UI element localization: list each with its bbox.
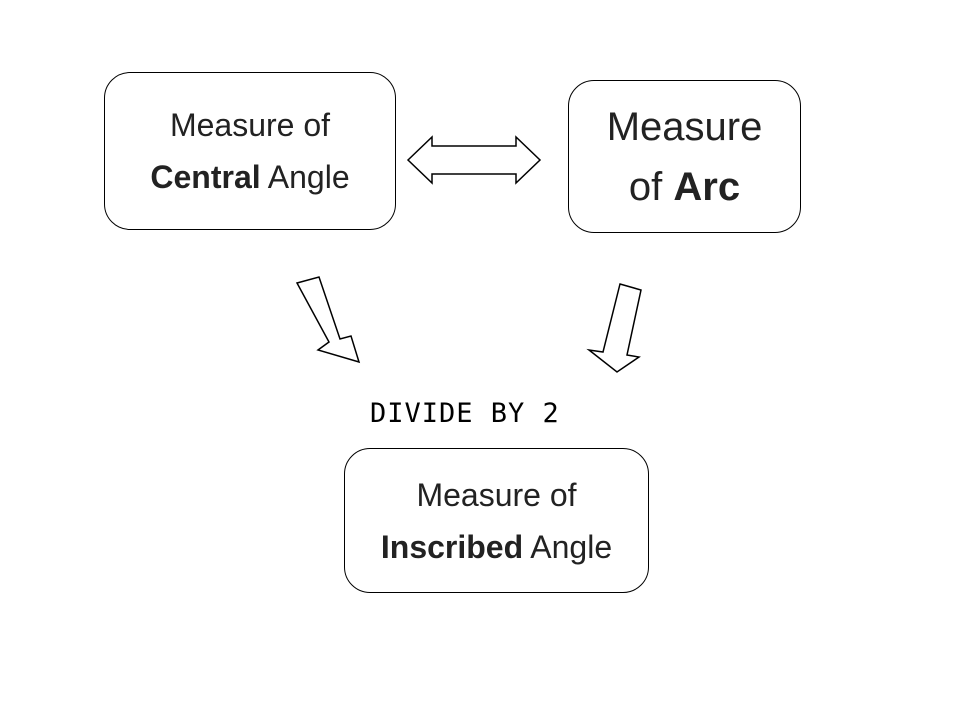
central-angle-box: Measure of Central Angle	[104, 72, 396, 230]
arc-line1: Measure	[606, 104, 763, 149]
inscribed-angle-rest: Angle	[523, 528, 613, 565]
arc-line2: of Arc	[629, 157, 740, 217]
inscribed-angle-line2: Inscribed Angle	[381, 521, 612, 573]
arc-box: Measure of Arc	[568, 80, 801, 233]
arc-pre: of	[628, 164, 674, 209]
central-angle-bold: Central	[150, 159, 261, 195]
inscribed-angle-line1: Measure of	[416, 476, 577, 513]
central-angle-rest: Angle	[260, 159, 350, 195]
central-angle-line2: Central Angle	[150, 151, 349, 203]
inscribed-angle-box: Measure of Inscribed Angle	[344, 448, 649, 593]
arc-bold: Arc	[673, 164, 741, 209]
double-arrow-icon	[406, 135, 542, 185]
central-angle-line1: Measure of	[169, 107, 331, 143]
down-arrow-right-icon	[586, 283, 642, 373]
inscribed-angle-bold: Inscribed	[380, 528, 524, 565]
down-arrow-left-icon	[295, 276, 361, 364]
divide-by-2-label: DIVIDE BY 2	[370, 398, 560, 429]
